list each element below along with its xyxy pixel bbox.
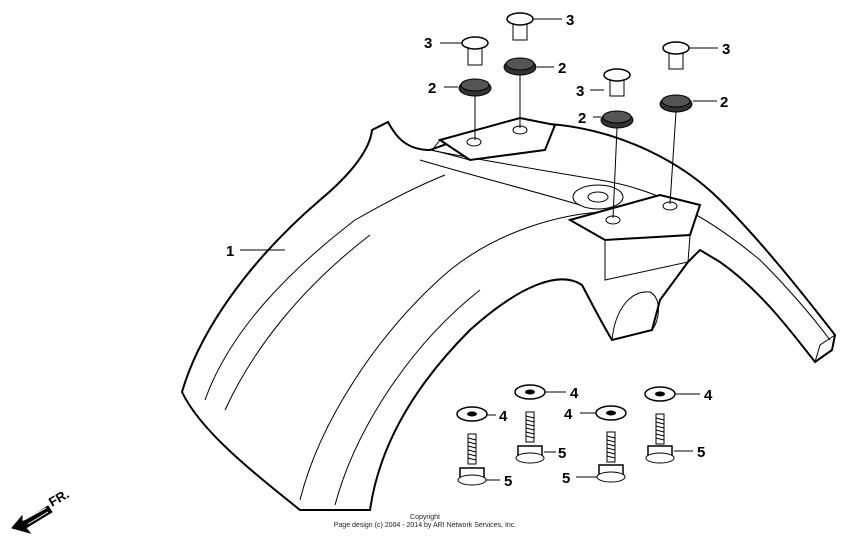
callout-2b: 2: [558, 60, 566, 77]
bolt-5a: [457, 433, 487, 486]
bolt-5d: [645, 413, 675, 464]
washer-4c: [595, 405, 627, 421]
copyright-line-1: Copyright: [410, 514, 440, 521]
collar-3a: [461, 36, 489, 66]
callout-3d: 3: [722, 41, 730, 58]
callout-labels: 1 2 2 2 2 3 3 3 3 4 4 4 4 5 5 5 5: [226, 12, 730, 490]
washer-4a: [456, 406, 488, 422]
callout-4d: 4: [704, 387, 713, 404]
callout-4b: 4: [570, 385, 579, 402]
washer-4b: [514, 384, 546, 400]
collar-3d: [662, 41, 690, 70]
grommet-2b: [503, 57, 537, 76]
bolt-5b: [515, 411, 545, 464]
callout-3c: 3: [576, 83, 584, 100]
callout-1-fender: 1: [226, 243, 234, 260]
leader-lines: [240, 18, 718, 481]
copyright-line-2: Page design (c) 2004 - 2014 by ARI Netwo…: [334, 522, 517, 529]
callout-2a: 2: [428, 80, 436, 97]
callout-3a: 3: [424, 35, 432, 52]
callout-2d: 2: [720, 94, 728, 111]
callout-5c: 5: [562, 470, 570, 487]
callout-4a: 4: [499, 408, 508, 425]
callout-5b: 5: [558, 445, 566, 462]
front-direction-arrow: FR.: [11, 486, 72, 534]
grommet-2c: [600, 110, 634, 129]
front-fender: [180, 116, 837, 511]
callout-4c: 4: [564, 406, 573, 423]
bolt-5c: [596, 431, 626, 483]
washer-4d: [644, 386, 676, 402]
callout-3b: 3: [566, 12, 574, 29]
callout-5d: 5: [697, 444, 705, 461]
callout-5a: 5: [504, 473, 512, 490]
grommet-2d: [659, 94, 693, 113]
collar-3c: [603, 68, 631, 97]
collar-3b: [506, 12, 534, 41]
callout-2c: 2: [578, 110, 586, 127]
grommet-2a: [458, 78, 492, 97]
copyright-notice: Copyright Page design (c) 2004 - 2014 by…: [334, 514, 517, 529]
front-arrow-label: FR.: [46, 486, 72, 509]
